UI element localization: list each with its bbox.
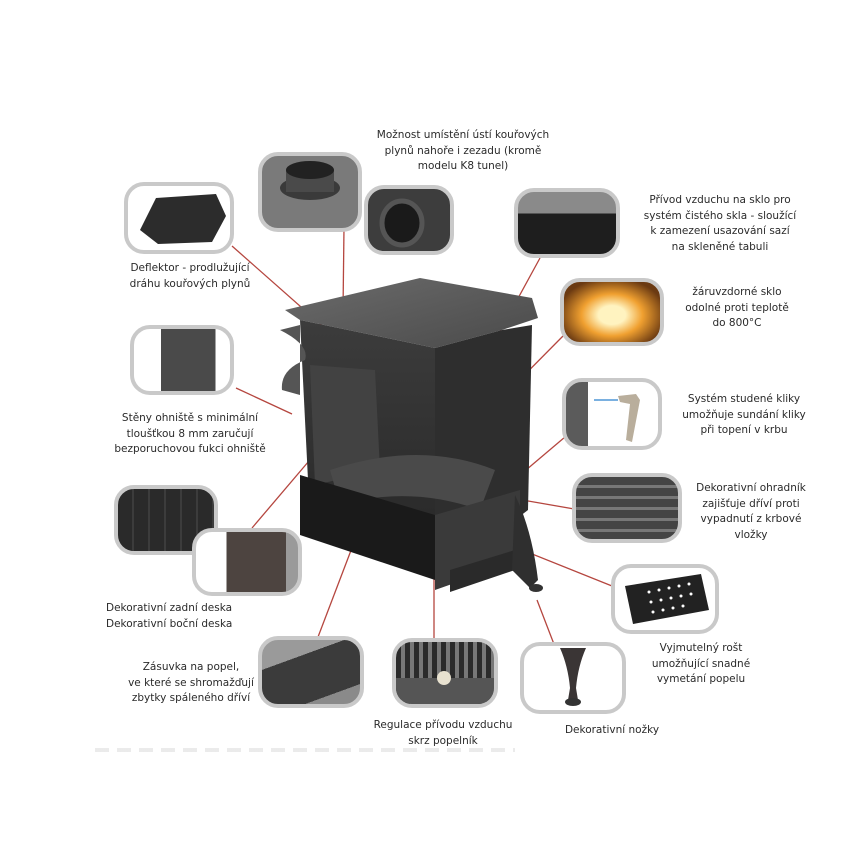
stove-cutaway-image xyxy=(280,278,543,592)
label-line: Dekorativní ohradník xyxy=(696,482,806,494)
label-line: Dekorativní nožky xyxy=(564,724,660,736)
guard-thumbnail xyxy=(572,473,682,543)
label-line: umožňuje sundání kliky xyxy=(682,408,806,421)
label-line: Stěny ohniště s minimální xyxy=(121,412,259,424)
label-line: vložky xyxy=(734,528,768,541)
label-line: Dekorativní boční deska xyxy=(106,617,233,630)
label-line: Regulace přívodu vzduchu xyxy=(373,719,513,731)
grate-thumbnail xyxy=(611,564,719,634)
label-line: skrz popelník xyxy=(408,734,478,747)
label-firebox-walls: Stěny ohniště s minimální tloušťkou 8 mm… xyxy=(104,411,276,458)
label-line: umožňující snadné xyxy=(651,657,751,670)
label-line: zajišťuje dříví proti xyxy=(702,497,800,510)
label-ash-drawer: Zásuvka na popel, ve které se shromažďuj… xyxy=(116,660,266,707)
label-line: bezporuchovou fukci ohniště xyxy=(114,443,266,455)
label-air-regulation: Regulace přívodu vzduchu skrz popelník xyxy=(368,718,518,749)
label-decorative-guard: Dekorativní ohradník zajišťuje dříví pro… xyxy=(676,481,826,543)
label-line: ve které se shromažďují xyxy=(128,676,254,689)
label-deflector: Deflektor - prodlužující dráhu kouřových… xyxy=(110,261,270,292)
flue-rear-thumbnail xyxy=(364,185,454,255)
cold-handle-thumbnail xyxy=(562,378,662,450)
label-line: Přívod vzduchu na sklo pro xyxy=(649,194,791,206)
ash-drawer-thumbnail xyxy=(258,636,364,708)
label-line: vymetání popelu xyxy=(656,673,746,685)
deflector-thumbnail xyxy=(124,182,234,254)
label-line: systém čistého skla - sloužící xyxy=(643,209,797,222)
label-decorative-panels: Dekorativní zadní deska Dekorativní bočn… xyxy=(106,601,266,632)
label-line: Možnost umístění ústí kouřových xyxy=(376,129,550,141)
label-line: vypadnutí z krbové xyxy=(700,513,802,525)
label-line: tloušťkou 8 mm zaručují xyxy=(126,427,254,440)
back-panel-thumbnail xyxy=(114,485,218,555)
label-line: zbytky spáleného dříví xyxy=(131,692,251,704)
label-decorative-feet: Dekorativní nožky xyxy=(552,723,672,739)
label-line: Zásuvka na popel, xyxy=(142,661,240,673)
fire-glass-thumbnail xyxy=(560,278,664,346)
label-line: k zamezení usazování sazí xyxy=(650,225,790,237)
label-line: Dekorativní zadní deska xyxy=(106,602,233,614)
cropped-text-remnant xyxy=(95,748,515,752)
label-line: modelu K8 tunel) xyxy=(417,160,509,172)
label-line: při topení v krbu xyxy=(700,424,788,436)
feet-thumbnail xyxy=(520,642,626,714)
label-line: žáruvzdorné sklo xyxy=(692,286,782,298)
label-glass-air-supply: Přívod vzduchu na sklo pro systém čistéh… xyxy=(625,193,815,255)
label-line: Deflektor - prodlužující xyxy=(130,262,250,274)
label-line: dráhu kouřových plynů xyxy=(129,277,251,290)
label-cold-handle: Systém studené kliky umožňuje sundání kl… xyxy=(664,392,824,439)
label-line: odolné proti teplotě xyxy=(685,301,789,314)
label-line: Systém studené kliky xyxy=(687,393,801,405)
walls-thumbnail xyxy=(130,325,234,395)
label-removable-grate: Vyjmutelný rošt umožňující snadné vymetá… xyxy=(636,641,766,688)
air-regulator-thumbnail xyxy=(392,638,498,708)
label-line: plynů nahoře i zezadu (kromě xyxy=(384,144,542,157)
label-line: Vyjmutelný rošt xyxy=(659,642,743,654)
label-line: na skleněné tabuli xyxy=(671,240,769,253)
side-panel-thumbnail xyxy=(192,528,302,596)
label-line: do 800°C xyxy=(712,317,762,329)
label-heat-resistant-glass: žáruvzdorné sklo odolné proti teplotě do… xyxy=(672,285,802,332)
glass-air-thumbnail xyxy=(514,188,620,258)
label-flue-position: Možnost umístění ústí kouřových plynů na… xyxy=(358,128,568,175)
flue-top-thumbnail xyxy=(258,152,362,232)
